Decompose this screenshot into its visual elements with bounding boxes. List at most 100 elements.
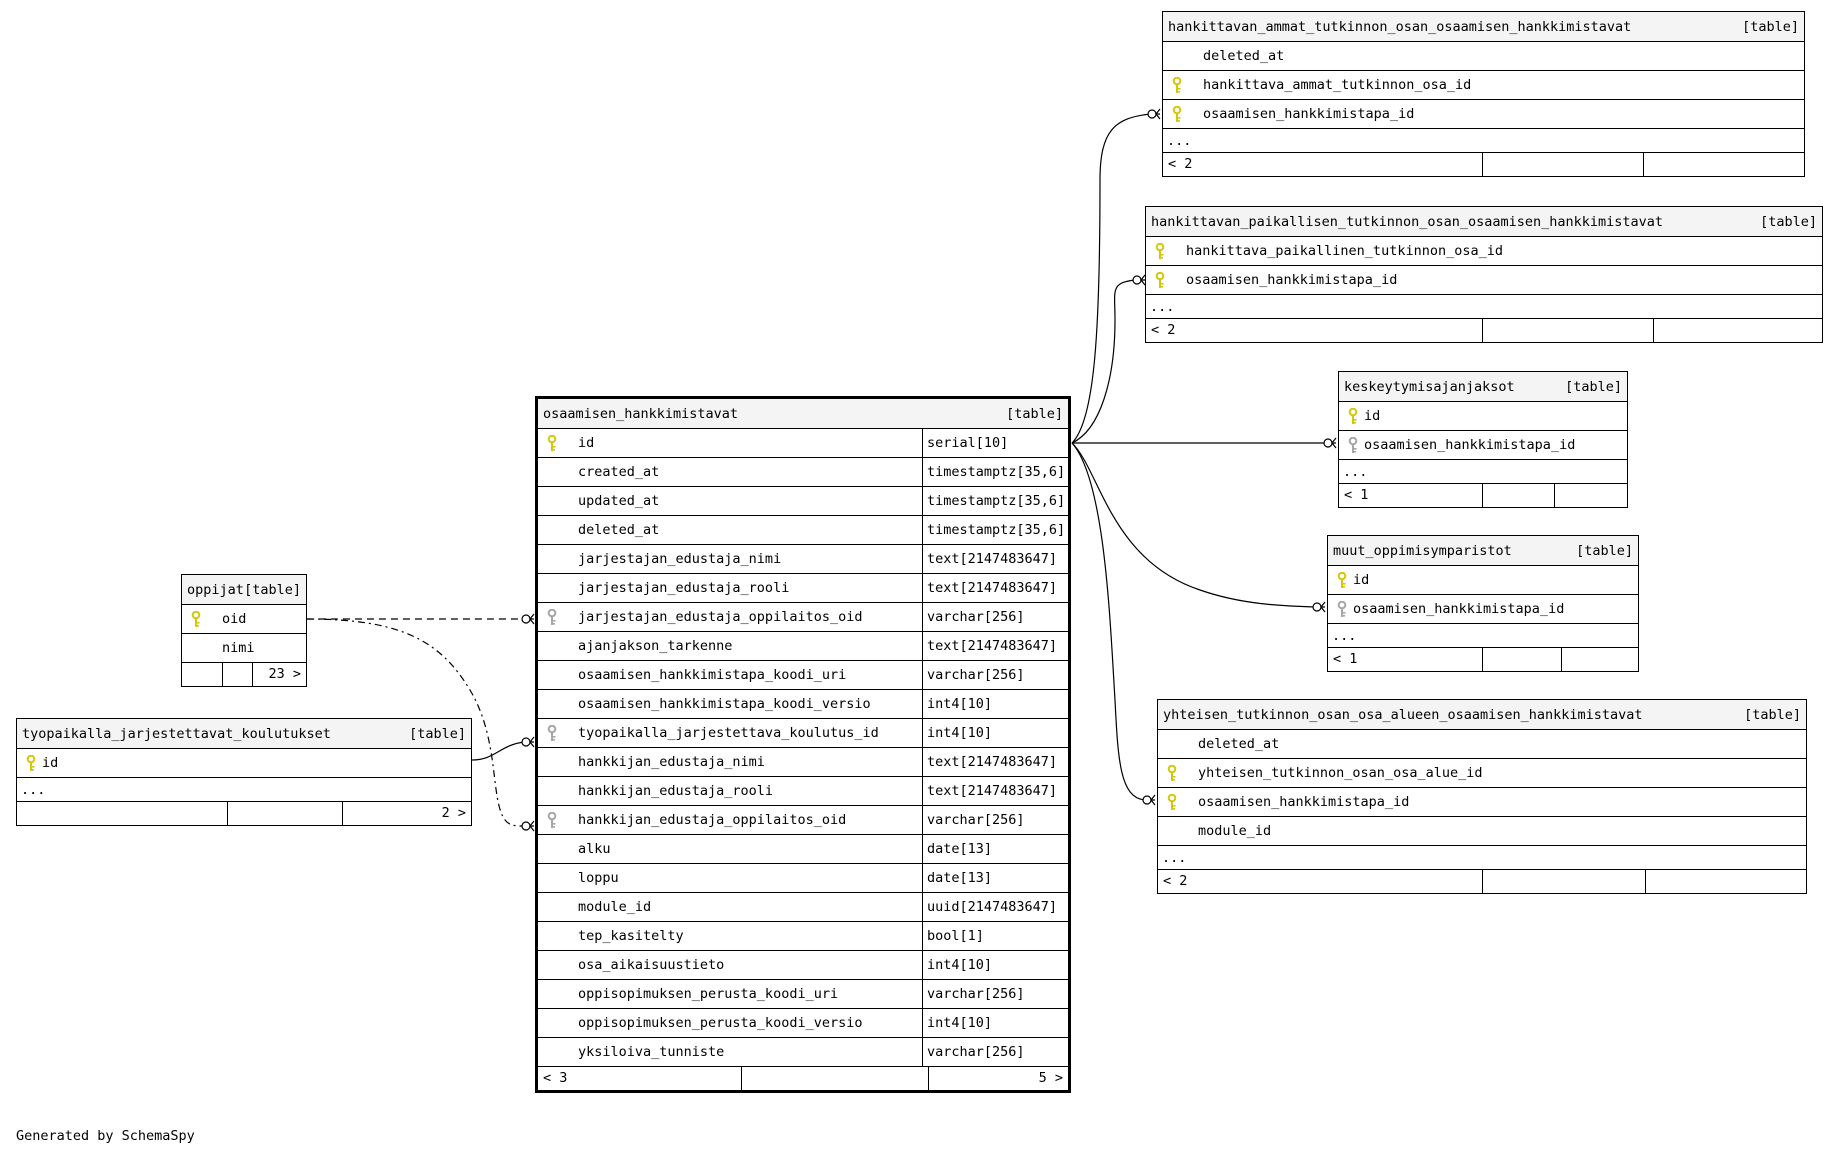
column-row[interactable]: yhteisen_tutkinnon_osan_osa_alue_id — [1158, 759, 1806, 788]
column-row[interactable]: oid — [182, 605, 306, 634]
footer-cell — [227, 802, 342, 825]
column-name: deleted_at — [1198, 736, 1280, 752]
footer-cell — [1561, 648, 1638, 671]
column-row[interactable]: osaamisen_hankkimistapa_id — [1146, 266, 1822, 295]
column-name: ajanjakson_tarkenne — [578, 638, 733, 654]
column-type: varchar[256] — [922, 661, 1068, 689]
parents-count[interactable]: < 3 — [543, 1070, 568, 1086]
column-row[interactable]: hankittava_ammat_tutkinnon_osa_id — [1163, 71, 1804, 100]
column-name: tyopaikalla_jarjestettava_koulutus_id — [578, 725, 879, 741]
key-icon — [26, 754, 36, 772]
column-name: updated_at — [578, 493, 660, 509]
column-name: deleted_at — [578, 522, 660, 538]
column-row[interactable]: hankittava_paikallinen_tutkinnon_osa_id — [1146, 237, 1822, 266]
parents-count[interactable]: < 2 — [1151, 322, 1176, 338]
table-footer: < 2 — [1163, 153, 1804, 176]
column-row[interactable]: id — [1328, 566, 1638, 595]
column-row[interactable]: deleted_at — [1158, 730, 1806, 759]
column-name: deleted_at — [1203, 48, 1285, 64]
table-header[interactable]: hankittavan_ammat_tutkinnon_osan_osaamis… — [1163, 12, 1804, 42]
column-name: hankittava_paikallinen_tutkinnon_osa_id — [1186, 243, 1503, 259]
column-name: jarjestajan_edustaja_rooli — [578, 580, 790, 596]
table-header[interactable]: muut_oppimisymparistot [table] — [1328, 536, 1638, 566]
table-type-label: [table] — [1565, 379, 1622, 395]
table-tyopaikalla-jarjestettavat-koulutukset[interactable]: tyopaikalla_jarjestettavat_koulutukset [… — [16, 718, 472, 826]
column-name: osaamisen_hankkimistapa_id — [1198, 794, 1410, 810]
column-row[interactable]: nimi — [182, 634, 306, 663]
table-title: keskeytymisajanjaksot — [1344, 379, 1515, 395]
table-keskeytymisajanjaksot[interactable]: keskeytymisajanjaksot [table] id osaamis… — [1338, 371, 1628, 508]
column-row[interactable]: id — [17, 749, 471, 778]
table-header[interactable]: osaamisen_hankkimistavat [table] — [538, 399, 1068, 429]
column-type: date[13] — [922, 864, 1068, 892]
column-type: text[2147483647] — [922, 574, 1068, 602]
children-count[interactable]: 23 > — [252, 663, 306, 686]
table-muut-oppimisymparistot[interactable]: muut_oppimisymparistot [table] id osaami… — [1327, 535, 1639, 672]
crowfoot-icon — [1147, 108, 1161, 120]
parents-count[interactable]: < 2 — [1168, 156, 1193, 172]
column-type: varchar[256] — [922, 1038, 1068, 1066]
table-header[interactable]: keskeytymisajanjaksot [table] — [1339, 372, 1627, 402]
column-type: text[2147483647] — [922, 545, 1068, 573]
footer-cell — [1482, 648, 1561, 671]
column-name: osaamisen_hankkimistapa_id — [1203, 106, 1415, 122]
table-header[interactable]: oppijat [table] — [182, 575, 306, 605]
column-name: osaamisen_hankkimistapa_id — [1186, 272, 1398, 288]
column-row[interactable]: osaamisen_hankkimistapa_id — [1328, 595, 1638, 624]
footer-cell — [1482, 319, 1653, 342]
column-row[interactable]: deleted_at — [1163, 42, 1804, 71]
connector-tyopaikalla — [471, 741, 525, 761]
column-row[interactable]: jarjestajan_edustaja_rooli text[214748364… — [538, 574, 1068, 603]
column-type: bool[1] — [922, 922, 1068, 950]
column-name: oppisopimuksen_perusta_koodi_uri — [578, 986, 839, 1002]
column-row[interactable]: osaamisen_hankkimistapa_id — [1163, 100, 1804, 129]
column-row[interactable]: id — [1339, 402, 1627, 431]
children-count[interactable]: 2 > — [342, 802, 471, 825]
column-type: text[2147483647] — [922, 748, 1068, 776]
parents-count[interactable]: < 1 — [1333, 651, 1358, 667]
parents-count[interactable]: < 2 — [1163, 873, 1188, 889]
table-hankittavan-ammat-tutkinnon-osan-osaamisen-hankkimistavat[interactable]: hankittavan_ammat_tutkinnon_osan_osaamis… — [1162, 11, 1805, 177]
table-yhteisen-tutkinnon-osan-osa-alueen-osaamisen-hankkimistavat[interactable]: yhteisen_tutkinnon_osan_osa_alueen_osaam… — [1157, 699, 1807, 894]
parents-count[interactable]: < 1 — [1344, 487, 1369, 503]
column-row[interactable]: osaamisen_hankkimistapa_id — [1158, 788, 1806, 817]
footer-cell — [1482, 153, 1643, 176]
column-row[interactable]: osaamisen_hankkimistapa_id — [1339, 431, 1627, 460]
column-type: uuid[2147483647] — [922, 893, 1068, 921]
table-header[interactable]: tyopaikalla_jarjestettavat_koulutukset [… — [17, 719, 471, 749]
table-header[interactable]: yhteisen_tutkinnon_osan_osa_alueen_osaam… — [1158, 700, 1806, 730]
column-name: osaamisen_hankkimistapa_id — [1364, 437, 1576, 453]
key-icon — [1337, 571, 1347, 589]
children-count[interactable]: 5 > — [928, 1067, 1068, 1090]
table-header[interactable]: hankittavan_paikallisen_tutkinnon_osan_o… — [1146, 207, 1822, 237]
column-name: oppisopimuksen_perusta_koodi_versio — [578, 1015, 863, 1031]
column-name: id — [42, 755, 59, 771]
table-hankittavan-paikallisen-tutkinnon-osan-osaamisen-hankkimistavat[interactable]: hankittavan_paikallisen_tutkinnon_osan_o… — [1145, 206, 1823, 343]
table-title: oppijat — [187, 582, 244, 598]
column-name: osaamisen_hankkimistapa_koodi_versio — [578, 696, 871, 712]
table-oppijat[interactable]: oppijat [table] oid nimi 23 > — [181, 574, 307, 687]
column-row[interactable]: module_id — [1158, 817, 1806, 846]
